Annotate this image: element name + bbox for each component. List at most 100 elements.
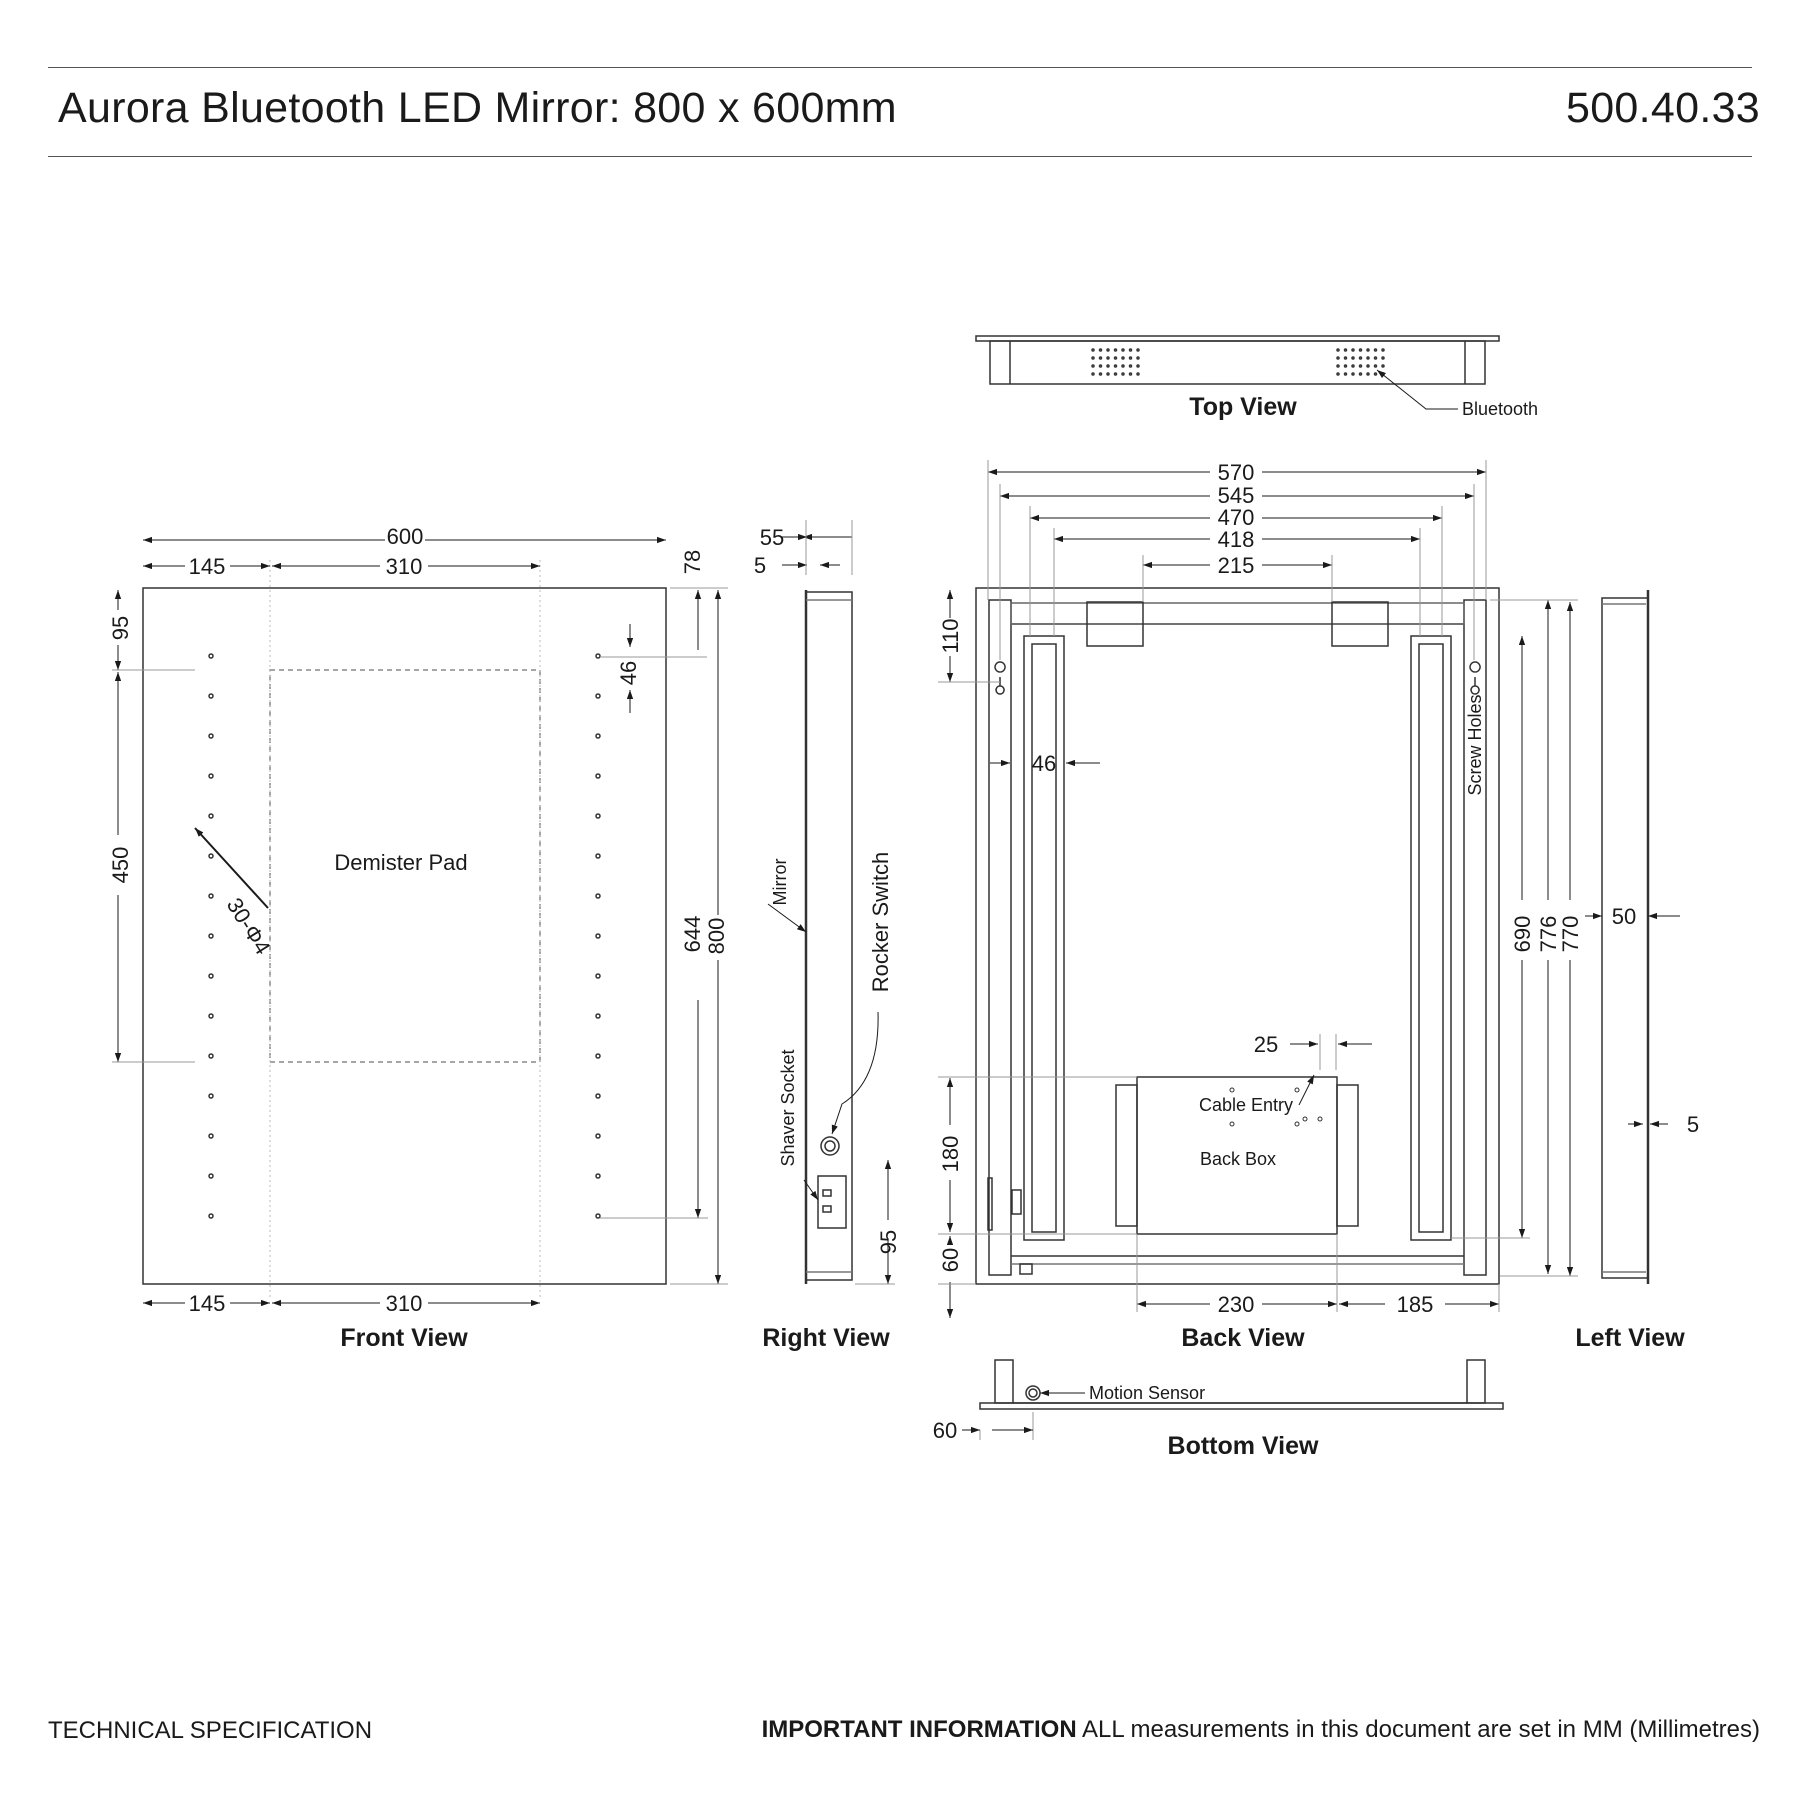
speaker-dot [1106,356,1110,360]
speaker-dot [1373,372,1378,376]
svg-text:470: 470 [1218,505,1255,530]
speaker-dot [1358,364,1363,368]
led-strip-left [1023,635,1065,1241]
led-hole [208,653,214,659]
led-hole [595,1013,601,1019]
svg-text:215: 215 [1218,553,1255,578]
svg-text:95: 95 [108,616,133,640]
speaker-dot [1136,348,1140,352]
speaker-dot [1128,348,1133,352]
left-view [1601,590,1650,1284]
speaker-dot [1343,364,1348,368]
led-hole [595,933,601,939]
speaker-dot [1106,348,1110,352]
speaker-dot [1366,364,1370,368]
led-hole [208,693,214,699]
header-top-rule [48,67,1752,68]
led-hole [595,893,601,899]
led-hole [595,853,601,859]
speaker-dot [1106,364,1110,368]
led-hole [208,1013,214,1019]
led-hole [595,1093,601,1099]
svg-text:185: 185 [1397,1292,1434,1317]
svg-text:Back Box: Back Box [1200,1149,1276,1169]
speaker-dot [1366,372,1370,376]
svg-text:145: 145 [189,554,226,579]
speaker-dot [1136,356,1140,360]
svg-text:Mirror: Mirror [770,859,790,906]
speaker-dot [1121,364,1125,368]
svg-text:25: 25 [1254,1032,1278,1057]
speaker-dot [1381,348,1385,352]
speaker-dot [1351,364,1355,368]
svg-text:310: 310 [386,1291,423,1316]
svg-text:776: 776 [1536,916,1561,953]
speaker-dot [1381,364,1385,368]
led-hole [208,733,214,739]
led-hole [208,853,214,859]
speaker-dot [1366,356,1370,360]
speaker-dot [1336,348,1340,352]
speaker-grille-right [1336,348,1385,376]
front-view-label: Front View [340,1324,468,1352]
speaker-dot [1113,372,1118,376]
speaker-dot [1136,372,1140,376]
svg-text:770: 770 [1558,916,1583,953]
speaker-dot [1113,364,1118,368]
svg-text:Screw Holes: Screw Holes [1465,694,1485,795]
svg-text:690: 690 [1510,916,1535,953]
svg-text:5: 5 [754,553,766,578]
svg-text:Cable Entry: Cable Entry [1199,1095,1293,1115]
led-hole [595,1133,601,1139]
right-leaders [767,520,895,1285]
led-hole [208,973,214,979]
speaker-dot [1091,372,1095,376]
bottom-view [979,1359,1504,1410]
speaker-dot [1128,364,1133,368]
motion-sensor-icon [1025,1385,1041,1401]
speaker-dot [1098,348,1103,352]
speaker-dot [1128,372,1133,376]
front-dimension-labels: 600 145 310 145 310 78 95 450 46 644 800 [108,524,729,1316]
holes-leader [194,827,269,909]
svg-text:450: 450 [108,847,133,884]
speaker-dot [1098,356,1103,360]
right-side-body [805,591,853,1281]
footer-important-text: ALL measurements in this document are se… [1082,1716,1760,1743]
speaker-dot [1336,364,1340,368]
bluetooth-label: Bluetooth [1462,399,1538,419]
demister-pad-label: Demister Pad [334,850,467,875]
rocker-switch-icon[interactable] [820,1136,840,1156]
speaker-dot [1106,372,1110,376]
shaver-socket-icon [817,1175,847,1229]
speaker-dot [1373,348,1378,352]
speaker-dot [1113,356,1118,360]
top-view-label: Top View [1189,393,1297,421]
bottom-offset-label: 60 [933,1418,957,1443]
left-view-label: Left View [1575,1324,1685,1352]
svg-text:570: 570 [1218,460,1255,485]
footer-important-heading: IMPORTANT INFORMATION [761,1716,1077,1743]
svg-text:180: 180 [938,1136,963,1173]
speaker-dot [1121,348,1125,352]
speaker-box-right [1331,601,1389,647]
speaker-dot [1381,356,1385,360]
mirror-outline-back [975,587,1500,1285]
led-hole [208,813,214,819]
speaker-dot [1343,356,1348,360]
led-hole [595,733,601,739]
speaker-dot [1351,372,1355,376]
speaker-dot [1113,348,1118,352]
header-bottom-rule [48,156,1752,157]
svg-text:55: 55 [760,525,784,550]
speaker-dot [1121,356,1125,360]
speaker-dot [1373,356,1378,360]
speaker-dot [1358,372,1363,376]
svg-text:644: 644 [680,916,705,953]
speaker-dot [1351,348,1355,352]
footer-important-info: IMPORTANT INFORMATION ALL measurements i… [762,1716,1760,1744]
speaker-dot [1358,356,1363,360]
page-title: Aurora Bluetooth LED Mirror: 800 x 600mm [58,84,897,132]
front-view [142,560,667,1300]
